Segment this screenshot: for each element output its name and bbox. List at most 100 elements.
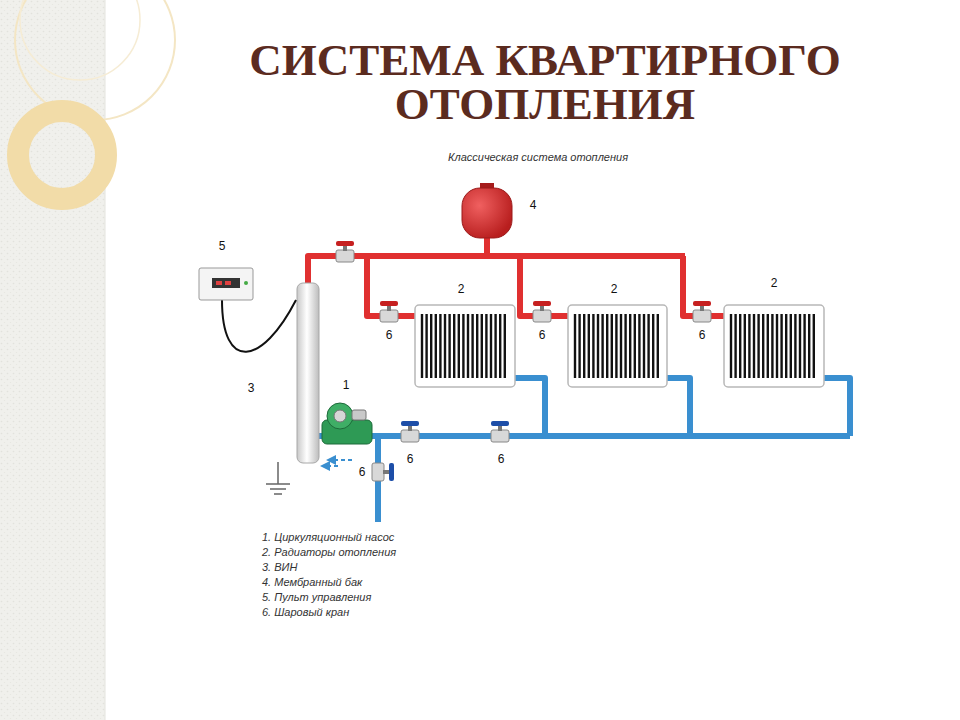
key-entry: 5. Пульт управления — [262, 591, 371, 604]
fin — [494, 314, 496, 378]
key-entry: 2. Радиаторы отопления — [262, 546, 396, 559]
fin — [799, 314, 801, 378]
fin — [430, 314, 432, 378]
fin — [467, 314, 469, 378]
flow-arrow — [328, 459, 352, 461]
fin — [647, 314, 649, 378]
fin — [481, 314, 483, 378]
pump-box — [352, 410, 366, 420]
circulation-pump — [322, 403, 372, 444]
ball-valve — [401, 421, 419, 442]
fin — [771, 314, 773, 378]
fin — [458, 314, 460, 378]
callout-number: 6 — [699, 329, 706, 342]
return-branch — [820, 378, 850, 436]
heater-column — [297, 283, 319, 463]
callout-number: 5 — [219, 240, 226, 253]
panel-display — [212, 278, 240, 288]
callout-number: 6 — [539, 329, 546, 342]
fin — [476, 314, 478, 378]
supply-branch — [520, 256, 569, 316]
pump-cap — [334, 410, 346, 422]
fin — [597, 314, 599, 378]
fin — [808, 314, 810, 378]
return-pipes — [316, 378, 850, 522]
fin — [744, 314, 746, 378]
callout-number: 3 — [248, 382, 255, 395]
fin — [785, 314, 787, 378]
strip-edge — [105, 0, 106, 720]
drain-valve — [372, 463, 394, 481]
fin — [730, 314, 732, 378]
radiator-fins — [575, 314, 658, 378]
page-title: СИСТЕМА КВАРТИРНОГО ОТОПЛЕНИЯ — [245, 38, 845, 126]
fin — [643, 314, 645, 378]
cable — [222, 300, 296, 352]
callout-number: 1 — [343, 379, 350, 392]
supply-branch — [683, 256, 725, 316]
flow-arrow — [322, 465, 338, 467]
fin — [776, 314, 778, 378]
fin — [499, 314, 501, 378]
fin — [462, 314, 464, 378]
fin — [485, 314, 487, 378]
fin — [780, 314, 782, 378]
fin — [588, 314, 590, 378]
ball-valve — [491, 421, 509, 442]
fin — [624, 314, 626, 378]
fin — [574, 314, 576, 378]
tank-stub — [484, 236, 490, 256]
panel-digit — [225, 281, 231, 285]
panel-box — [199, 268, 253, 300]
fin — [813, 314, 815, 378]
fin — [606, 314, 608, 378]
radiator — [568, 305, 667, 387]
blue-valves — [372, 421, 509, 481]
textured-strip — [0, 0, 105, 720]
fin — [638, 314, 640, 378]
fin — [790, 314, 792, 378]
return-branch — [664, 378, 690, 436]
fin — [657, 314, 659, 378]
radiator-fins — [422, 314, 505, 378]
ground-symbol — [266, 462, 290, 494]
fin — [611, 314, 613, 378]
red-valves — [336, 241, 711, 322]
control-panel — [199, 268, 296, 352]
fin — [803, 314, 805, 378]
radiator — [415, 305, 515, 387]
fin — [652, 314, 654, 378]
fin — [592, 314, 594, 378]
fin — [448, 314, 450, 378]
fin — [453, 314, 455, 378]
callout-number: 6 — [498, 453, 505, 466]
flow-arrows — [322, 460, 352, 466]
supply-branch — [367, 256, 416, 316]
ball-valve — [380, 301, 398, 322]
fin — [583, 314, 585, 378]
key-entry: 3. ВИН — [262, 561, 297, 574]
fin — [620, 314, 622, 378]
fin — [471, 314, 473, 378]
fin — [490, 314, 492, 378]
ball-valve — [533, 301, 551, 322]
fin — [757, 314, 759, 378]
fin — [439, 314, 441, 378]
callout-number: 2 — [771, 277, 778, 290]
fin — [748, 314, 750, 378]
fin — [767, 314, 769, 378]
return-pipe — [316, 433, 850, 439]
callout-number: 4 — [530, 199, 537, 212]
ball-valve — [693, 301, 711, 322]
decor-arc — [15, 0, 175, 120]
fin — [794, 314, 796, 378]
callout-number: 6 — [359, 466, 366, 479]
fin — [739, 314, 741, 378]
decor-ring — [18, 111, 106, 199]
radiators — [415, 305, 824, 387]
ball-valve — [336, 241, 354, 262]
fin — [753, 314, 755, 378]
side-decoration — [0, 0, 175, 720]
key-entry: 1. Циркуляционный насос — [262, 531, 394, 544]
